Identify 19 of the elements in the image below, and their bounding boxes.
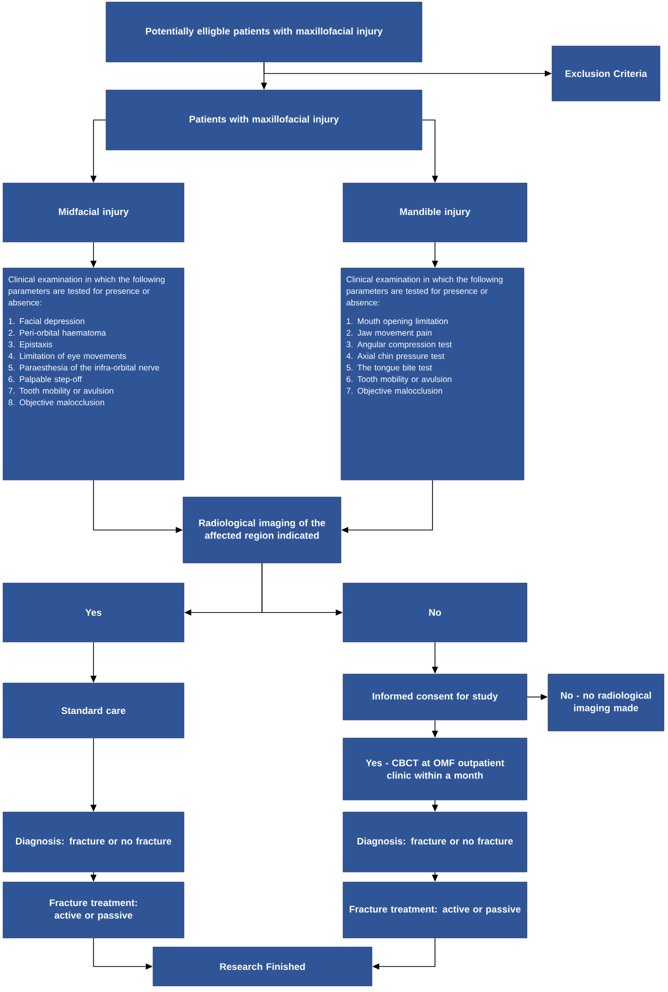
examination-box: Clinical examination in which the following parameters are tested for presence or absence: 1. Mouth opening limitation 2. Jaw movement pain 3. Angular compression test 4. Axial chin pressure test 5. The tongue bite test 6. Tooth mobility or avulsion 7. Objective malocclusion: [340, 268, 524, 480]
process-box: Diagnosis: fracture or no fracture: [342, 812, 528, 872]
process-box: Mandible injury: [342, 182, 528, 242]
process-box: Fracture treatment: active or passive: [2, 882, 184, 938]
process-box: No: [342, 582, 528, 642]
process-box: No - no radiological imaging made: [548, 674, 664, 732]
process-box: Midfacial injury: [2, 182, 184, 242]
process-box: Standard care: [2, 682, 184, 738]
process-box: Informed consent for study: [342, 674, 528, 720]
process-box: Exclusion Criteria: [552, 46, 660, 102]
process-box: Fracture treatment: active or passive: [342, 882, 528, 938]
process-box: Yes - CBCT at OMF outpatient clinic within a month: [342, 738, 528, 800]
process-box: Radiological imaging of the affected region indicated: [182, 496, 342, 564]
process-box: Diagnosis: fracture or no fracture: [2, 812, 184, 872]
process-box: Patients with maxillofacial injury: [106, 90, 422, 150]
examination-box: Clinical examination in which the following parameters are tested for presence or absence: 1. Facial depression 2. Peri-orbital haematoma 3. Epistaxis 4. Limitation of eye movements 5. Paraesthesia of the infra-orbital nerve 6. Palpable step-off 7. Tooth mobility or avulsion 8. Objective malocclusion: [2, 268, 184, 480]
process-box: Research Finished: [152, 946, 372, 986]
process-box: Yes: [2, 582, 184, 642]
process-box: Potentially elligble patients with maxillofacial injury: [106, 2, 422, 62]
